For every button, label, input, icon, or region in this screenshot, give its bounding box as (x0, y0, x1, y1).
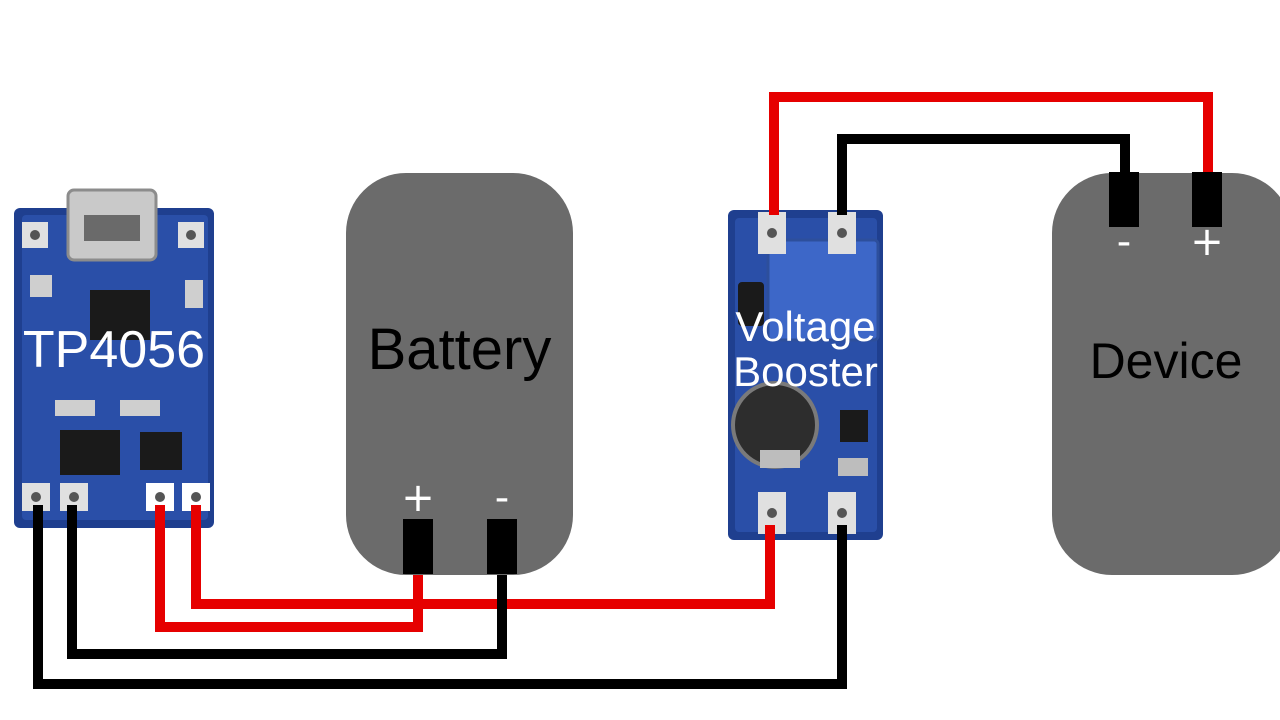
wire-booster-to-device-positive (769, 92, 1213, 215)
booster-label-line2: Booster (733, 348, 878, 395)
wire-charger-to-battery-negative (67, 505, 507, 659)
wire-charger-to-booster-vin-positive (191, 505, 775, 609)
device-positive-terminal (1192, 172, 1222, 227)
battery-negative-sign: - (494, 475, 510, 521)
device-positive-sign: + (1190, 219, 1224, 265)
tp4056-label: TP4056 (22, 321, 206, 379)
battery-positive-sign: + (401, 475, 435, 521)
tp4056-board (14, 188, 214, 528)
wire-booster-to-device-negative (837, 134, 1130, 215)
battery-negative-terminal (487, 519, 517, 574)
wire-charger-to-booster-vin-negative (33, 505, 847, 689)
device-label: Device (1089, 333, 1243, 389)
booster-board (728, 210, 883, 540)
device-negative-sign: - (1116, 219, 1132, 265)
battery-positive-terminal (403, 519, 433, 574)
device-negative-terminal (1109, 172, 1139, 227)
device-box (1052, 173, 1280, 575)
wire-charger-to-battery-positive (155, 505, 423, 632)
potentiometer-icon (766, 238, 880, 342)
wires (33, 92, 1213, 689)
battery-label: Battery (367, 317, 552, 382)
booster-label-line1: Voltage (735, 303, 876, 350)
battery-box (346, 173, 573, 575)
